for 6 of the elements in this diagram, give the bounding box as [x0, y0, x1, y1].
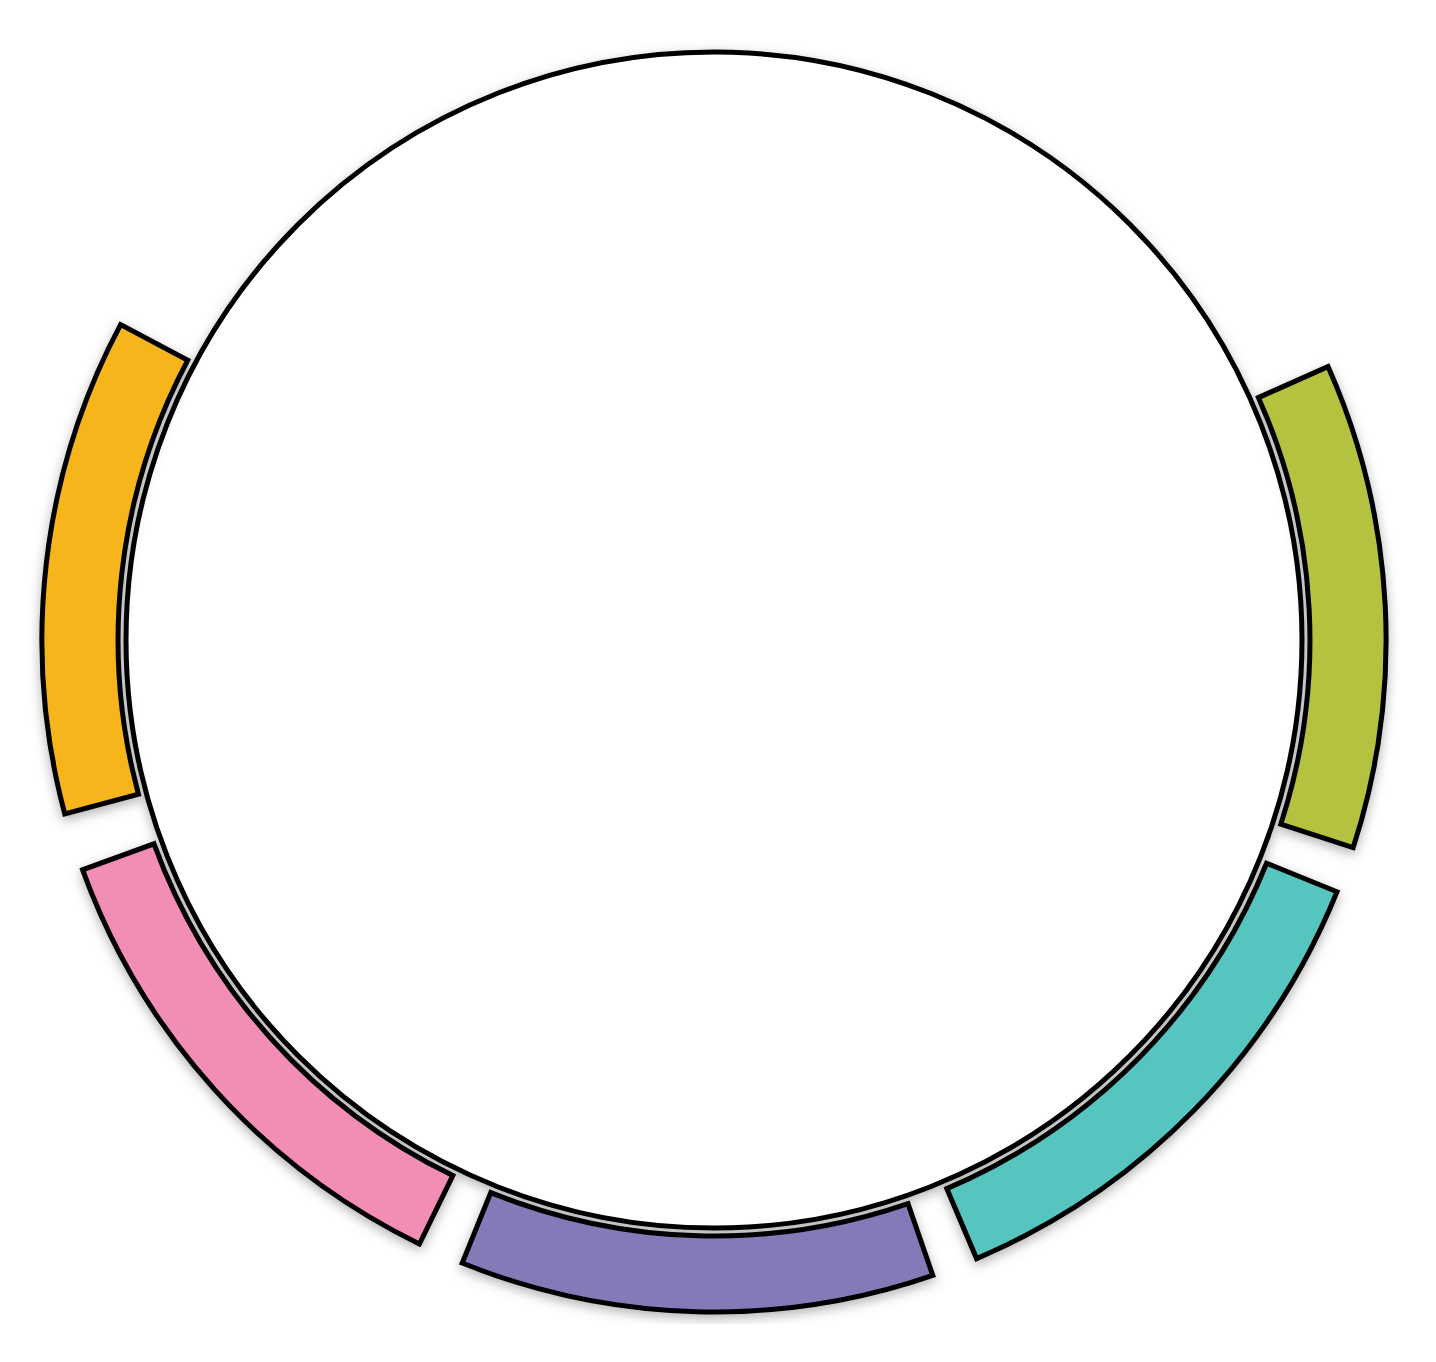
arc-band — [944, 860, 1340, 1262]
circle-shape — [123, 49, 1305, 1231]
arc-band — [459, 1190, 936, 1315]
arc-band — [1255, 364, 1388, 851]
arc-band — [39, 322, 191, 817]
arc-band — [80, 841, 456, 1247]
